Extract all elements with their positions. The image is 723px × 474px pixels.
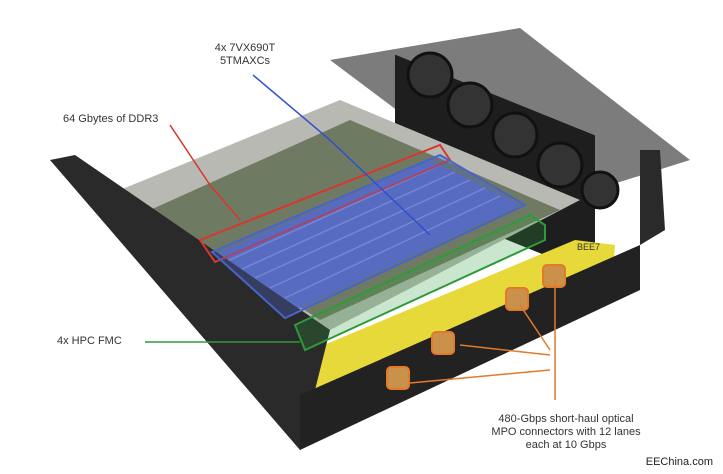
fmc-label: 4x HPC FMC	[57, 335, 122, 347]
heatsink-fins	[224, 164, 501, 299]
fmc-highlight	[293, 213, 546, 352]
chassis-right-ear	[640, 150, 665, 245]
mpo-label-line1: 480-Gbps short-haul optical	[498, 413, 634, 425]
mpo-connectors	[386, 264, 566, 390]
fpga-heatsink	[215, 160, 520, 315]
fpga-label-line1: 4x 7VX690T	[214, 42, 276, 54]
mpo-label: 480-Gbps short-haul optical MPO connecto…	[476, 413, 656, 452]
fpga-label: 4x 7VX690T 5TMAXCs	[205, 42, 285, 68]
mpo-label-line3: each at 10 Gbps	[525, 439, 607, 451]
ddr-label: 64 Gbytes of DDR3	[63, 113, 159, 125]
watermark: EEChina.com	[645, 456, 713, 468]
fpga-callout-line	[252, 74, 431, 236]
board-brand-text: BEE7	[577, 242, 600, 252]
mpo-callout-line	[409, 280, 556, 400]
fpga-highlight	[210, 153, 528, 320]
mpo-label-line2: MPO connectors with 12 lanes	[491, 426, 641, 438]
fpga-label-line2: 5TMAXCs	[219, 55, 271, 67]
ddr-callout-line	[169, 124, 241, 221]
chassis-left-side	[50, 155, 330, 450]
